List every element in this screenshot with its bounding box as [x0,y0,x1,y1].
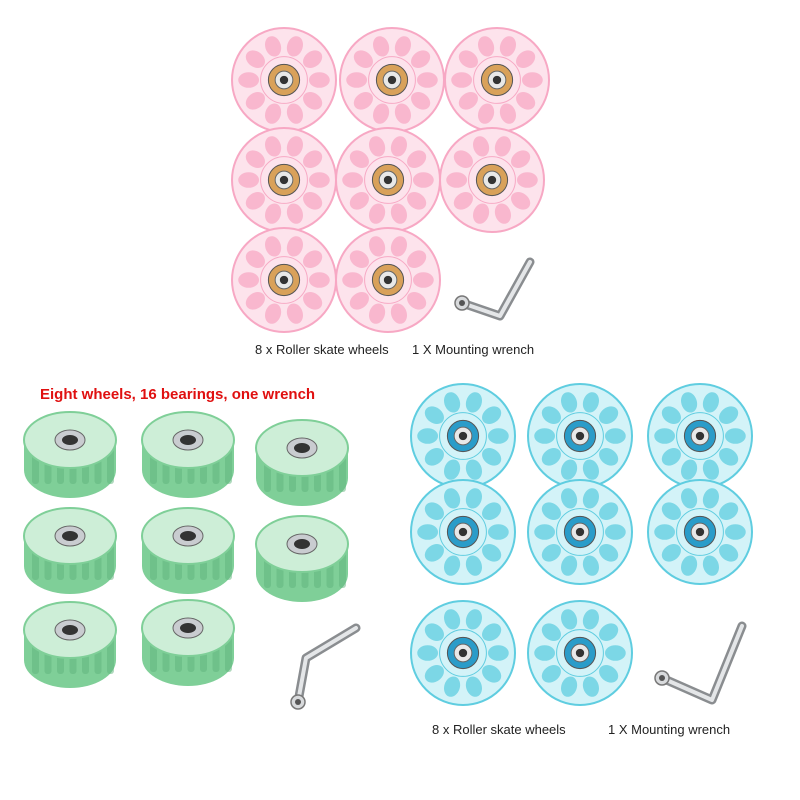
roller-skate-wheel [439,127,545,233]
roller-skate-wheel [527,600,633,706]
bearing [286,437,318,459]
roller-skate-wheel [255,419,349,506]
bearing [371,163,405,197]
pink-wheel-set [231,27,550,333]
bearing [267,63,301,97]
roller-skate-wheel [444,27,550,133]
pink-wrench-caption: 1 X Mounting wrench [412,342,535,357]
bearing [172,429,204,451]
bearing [375,63,409,97]
blue-wheel-set [410,383,753,706]
bearing [172,525,204,547]
roller-skate-wheel [141,411,235,498]
roller-skate-wheel [255,515,349,602]
roller-skate-wheel [335,227,441,333]
bearing [563,636,597,670]
blue-wrench-caption: 1 X Mounting wrench [608,722,731,737]
blue-wheels-caption: 8 x Roller skate wheels [432,722,566,737]
bearing [54,429,86,451]
bearing [54,619,86,641]
roller-skate-wheel [527,383,633,489]
bearing [54,525,86,547]
roller-skate-wheel [647,383,753,489]
bearing [683,419,717,453]
bearing [172,617,204,639]
roller-skate-wheel [141,507,235,594]
bearing [480,63,514,97]
pink-wheels-caption: 8 x Roller skate wheels [255,342,389,357]
bearing [446,515,480,549]
roller-skate-wheel [527,479,633,585]
bearing [475,163,509,197]
roller-skate-wheel [410,383,516,489]
roller-skate-wheel [231,27,337,133]
bearing [267,163,301,197]
bearing [446,636,480,670]
roller-skate-wheel [23,507,117,594]
bearing [267,263,301,297]
roller-skate-wheel [335,127,441,233]
bearing [563,419,597,453]
mounting-wrench [290,623,361,710]
green-wheel-set [23,411,361,710]
bearing [371,263,405,297]
bearing [683,515,717,549]
roller-skate-wheel [231,127,337,233]
bearing [563,515,597,549]
roller-skate-wheel [410,600,516,706]
mounting-wrench [454,257,535,321]
mounting-wrench [654,621,747,705]
roller-skate-wheel [23,601,117,688]
roller-skate-wheel [141,599,235,686]
roller-skate-wheel [410,479,516,585]
roller-skate-wheel [647,479,753,585]
roller-skate-wheel [339,27,445,133]
bearing [286,533,318,555]
bearing [446,419,480,453]
green-set-headline: Eight wheels, 16 bearings, one wrench [40,386,316,403]
roller-skate-wheel [23,411,117,498]
roller-skate-wheel [231,227,337,333]
